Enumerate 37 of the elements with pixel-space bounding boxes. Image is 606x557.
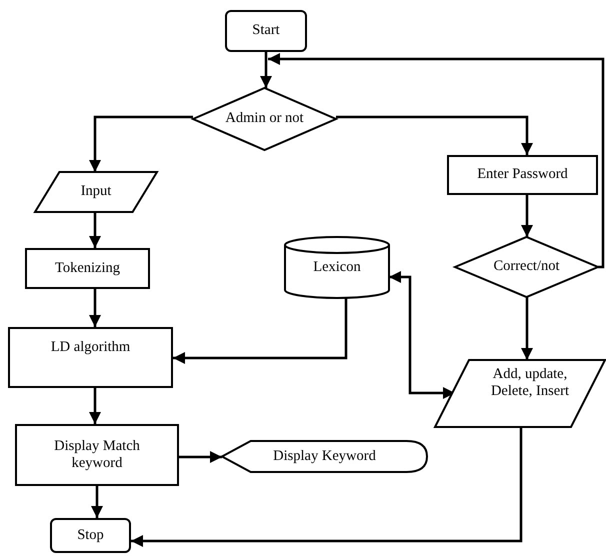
arrow [89,212,101,248]
input-output-parallelogram [435,360,605,427]
node-label: Stop [77,526,104,544]
node-label: Start [252,22,280,40]
arrow [173,298,348,364]
input-output-parallelogram [35,172,157,212]
arrow [89,289,101,327]
arrow [521,195,533,237]
node-label: Tokenizing [54,260,120,278]
terminal-box [225,10,307,52]
arrow [260,52,272,88]
arrow [131,427,522,547]
database-cylinder [285,237,389,298]
process-box [25,248,150,289]
node-label: LD algorithm [50,339,130,356]
node-label: Lexicon [313,258,361,276]
process-box [15,424,179,486]
node-label: Add, update, Delete, Insert [490,366,570,401]
terminal-box [50,518,131,553]
process-box [447,155,598,195]
node-label: Admin or not [225,110,304,128]
process-box [8,327,173,388]
node-label: Display Match keyword [53,438,141,472]
arrow [336,116,533,155]
display-shape [222,441,427,472]
arrow [91,486,103,518]
node-label: Enter Password [477,166,568,184]
node-label: Input [80,183,112,201]
arrow [89,116,193,172]
decision-diamond [455,237,598,297]
arrow [89,388,101,424]
arrow [268,53,604,268]
arrow [521,297,533,360]
node-label: Display Keyword [273,448,376,466]
arrow [179,451,222,463]
node-label: Correct/not [493,258,560,276]
decision-diamond [193,88,336,150]
